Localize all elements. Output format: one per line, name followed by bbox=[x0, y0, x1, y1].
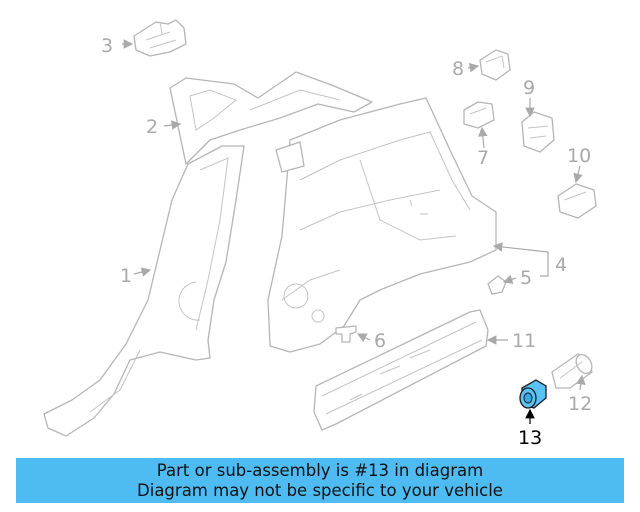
callout-8: 8 bbox=[452, 58, 464, 80]
part-9-retainer[interactable] bbox=[521, 111, 555, 153]
callout-12: 12 bbox=[568, 393, 592, 415]
callout-4: 4 bbox=[555, 254, 567, 276]
callout-7: 7 bbox=[477, 147, 489, 169]
part-6-clip[interactable] bbox=[335, 325, 357, 343]
callout-9: 9 bbox=[523, 77, 535, 99]
part-5-plug[interactable] bbox=[487, 275, 507, 295]
part-2-upper-trim-panel[interactable] bbox=[169, 71, 373, 165]
part-7-clip[interactable] bbox=[463, 101, 495, 129]
callout-10: 10 bbox=[567, 145, 591, 167]
part-8-clip[interactable] bbox=[479, 49, 511, 81]
banner-line-2: Diagram may not be specific to your vehi… bbox=[137, 480, 503, 500]
callout-11: 11 bbox=[512, 330, 536, 352]
callout-2: 2 bbox=[146, 116, 158, 138]
callout-13: 13 bbox=[518, 427, 542, 449]
part-10-bracket[interactable] bbox=[557, 183, 597, 219]
part-13-highlighted-plug[interactable] bbox=[519, 379, 547, 409]
part-3-bracket[interactable] bbox=[133, 19, 187, 57]
part-11-sill-reinforcement[interactable] bbox=[313, 309, 489, 431]
callout-3: 3 bbox=[101, 35, 113, 57]
callout-1: 1 bbox=[120, 265, 132, 287]
quarter-inner-panel bbox=[267, 97, 497, 353]
part-12-grommet[interactable] bbox=[551, 352, 595, 389]
callout-6: 6 bbox=[374, 330, 386, 352]
banner-line-1: Part or sub-assembly is #13 in diagram bbox=[156, 460, 484, 480]
info-banner: Part or sub-assembly is #13 in diagram D… bbox=[16, 458, 624, 503]
part-1-pillar-trim[interactable] bbox=[43, 145, 245, 437]
leader-lines bbox=[122, 39, 586, 424]
callout-5: 5 bbox=[520, 267, 532, 289]
